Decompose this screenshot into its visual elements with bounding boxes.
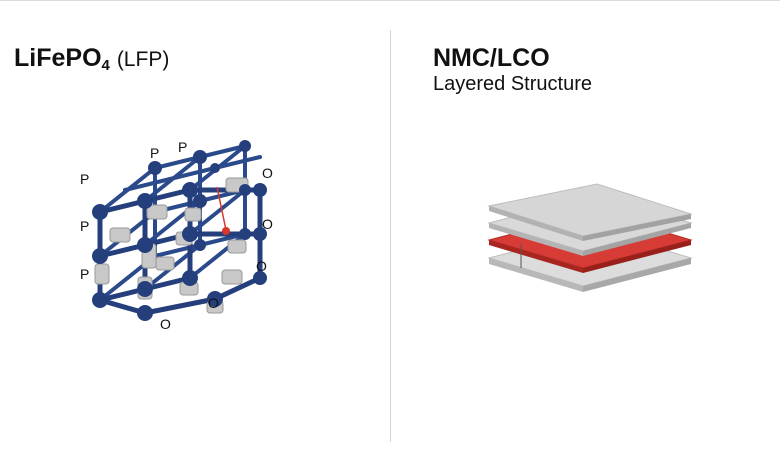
lattice-node — [239, 140, 251, 152]
li-ion-marker — [222, 227, 230, 235]
lfp-title: LiFePO4 (LFP) — [14, 44, 169, 74]
lattice-node — [239, 228, 251, 240]
lattice-node — [182, 270, 198, 286]
lattice-node — [137, 305, 153, 321]
lattice-node — [137, 237, 153, 253]
label-o: O — [208, 295, 219, 311]
label-o: O — [160, 316, 171, 332]
lattice-node — [148, 161, 162, 175]
lfp-formula: LiFePO — [14, 44, 102, 72]
layered-structure-diagram — [487, 183, 693, 292]
lattice-node — [182, 182, 198, 198]
label-o: O — [262, 165, 273, 181]
label-p: P — [150, 145, 159, 161]
label-p: P — [80, 218, 89, 234]
lattice-node — [92, 248, 108, 264]
lattice-node — [137, 193, 153, 209]
connector — [146, 204, 168, 220]
li-site-link — [216, 186, 227, 231]
label-p: P — [178, 139, 187, 155]
lattice-node — [137, 281, 153, 297]
lattice-node — [193, 194, 207, 208]
lattice-node — [92, 204, 108, 220]
connector — [155, 256, 175, 271]
panel-divider — [390, 30, 391, 442]
connector — [227, 239, 247, 254]
lattice-node — [207, 291, 223, 307]
connector — [221, 269, 243, 285]
connector — [94, 263, 110, 285]
nmc-lco-title: NMC/LCO — [433, 44, 550, 72]
lattice-node — [194, 239, 206, 251]
label-o: O — [256, 258, 267, 274]
layer-top — [487, 183, 693, 241]
lattice-node — [239, 184, 251, 196]
lattice-node — [253, 183, 267, 197]
lattice-node — [253, 227, 267, 241]
connector — [184, 207, 202, 222]
lfp-formula-subscript: 4 — [101, 57, 110, 74]
lattice-node — [182, 226, 198, 242]
lfp-lattice-diagram: P P P P P O O O O O — [80, 139, 273, 332]
lattice-nodes — [92, 140, 267, 321]
atom-labels: P P P P P O O O O O — [80, 139, 273, 332]
label-p: P — [80, 266, 89, 282]
lfp-abbreviation: (LFP) — [116, 48, 170, 71]
layered-structure-subtitle: Layered Structure — [433, 73, 592, 95]
lattice-node — [193, 150, 207, 164]
label-p: P — [80, 171, 89, 187]
lattice-node — [92, 292, 108, 308]
connector — [109, 227, 131, 243]
lattice-node — [253, 271, 267, 285]
lattice-node — [210, 163, 220, 173]
label-o: O — [262, 216, 273, 232]
lfp-panel: LiFePO4 (LFP) — [14, 44, 273, 332]
top-rule — [0, 0, 780, 1]
layered-panel: NMC/LCO Layered Structure — [391, 0, 780, 470]
